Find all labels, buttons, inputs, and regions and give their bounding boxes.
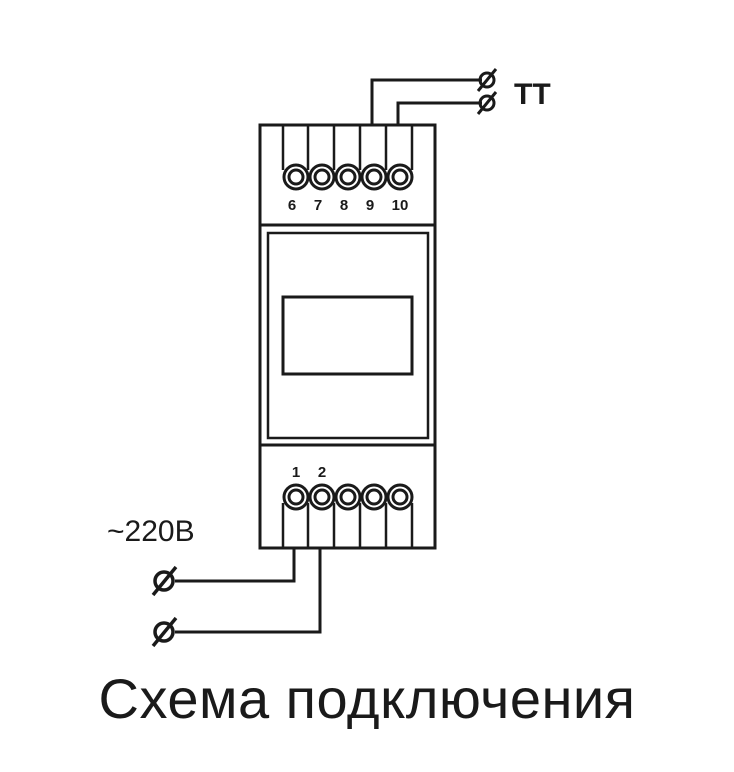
top-terminal-slots [281,125,414,170]
terminal-label-9: 9 [366,197,374,214]
supply-terminal-symbol-2 [151,616,178,648]
wire-terminal-9 [370,78,482,125]
screw-1-inner [287,488,305,506]
current-transformer-label: ТТ [514,78,551,111]
diagram-caption: Схема подключения [98,667,636,730]
front-panel [266,231,430,440]
terminal-label-8: 8 [340,197,348,214]
screw-2-inner [313,488,331,506]
top-screws [282,163,414,191]
supply-terminal-symbol-1 [151,565,178,597]
screw-4-inner [365,488,383,506]
terminal-label-7: 7 [314,197,322,214]
supply-voltage-label: ~220В [107,515,195,548]
screw-6-inner [287,168,305,186]
screw-7-inner [313,168,331,186]
display-window [281,295,414,376]
device-body [258,223,437,447]
terminal-label-6: 6 [288,197,296,214]
wire-terminal-1 [175,548,296,583]
ct-terminal-symbol-2 [476,91,498,115]
wire-terminal-2 [175,548,322,634]
screw-3-inner [339,488,357,506]
screw-10-inner [391,168,409,186]
screw-5-inner [391,488,409,506]
terminal-label-2: 2 [318,464,326,481]
bottom-terminal-block [258,443,437,550]
wire-terminal-10 [396,101,482,125]
bottom-screws [282,483,414,511]
screw-8-inner [339,168,357,186]
terminal-label-10: 10 [392,197,409,214]
bottom-terminal-slots [281,503,414,548]
terminal-label-1: 1 [292,464,300,481]
screw-9-inner [365,168,383,186]
ct-terminal-symbol-1 [476,68,498,92]
